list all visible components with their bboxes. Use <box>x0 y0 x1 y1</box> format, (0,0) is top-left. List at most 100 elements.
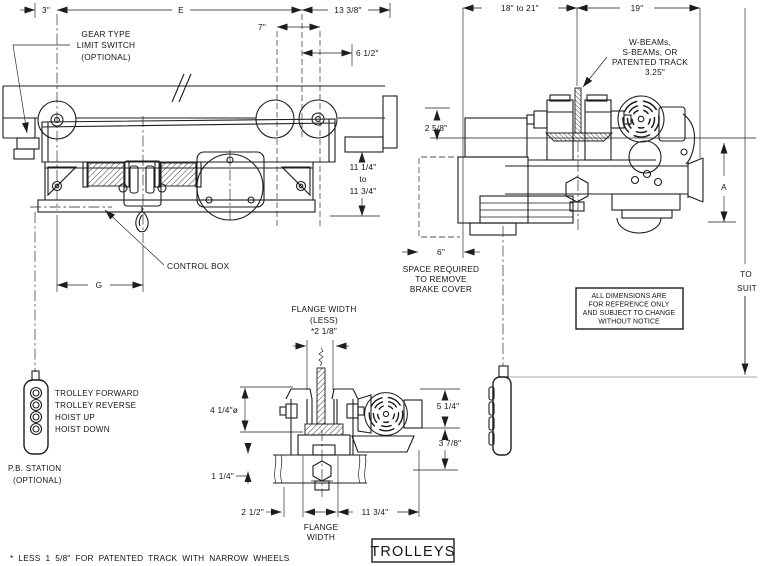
svg-text:2 5/8": 2 5/8" <box>425 123 448 133</box>
svg-text:WITHOUT NOTICE: WITHOUT NOTICE <box>598 319 660 326</box>
svg-text:(OPTIONAL): (OPTIONAL) <box>81 52 131 62</box>
svg-text:11 3/4": 11 3/4" <box>350 186 377 196</box>
hook-housing <box>616 217 662 234</box>
hoist-motor-front <box>351 393 423 453</box>
svg-text:*2 1/8": *2 1/8" <box>311 326 337 336</box>
svg-text:(LESS): (LESS) <box>310 315 338 325</box>
svg-text:TO: TO <box>740 269 752 279</box>
dim-3-7-8: 3 7/8" <box>413 429 462 471</box>
svg-text:CONTROL BOX: CONTROL BOX <box>167 261 230 271</box>
front-view: FLANGE WIDTH (LESS) *2 1/8" <box>210 304 461 542</box>
svg-text:GEAR TYPE: GEAR TYPE <box>81 29 130 39</box>
dim-11-range: 11 1/4" to 11 3/4" <box>330 152 380 217</box>
beam-type-label: W-BEAMs, S-BEAMs, OR PATENTED TRACK 3.25… <box>582 37 688 88</box>
dim-6in: 6" <box>402 247 480 257</box>
pendant-button <box>29 386 43 400</box>
suspension-bolt <box>565 176 589 203</box>
svg-text:1 1/4": 1 1/4" <box>211 471 234 481</box>
dim-label: 13 3/8" <box>334 5 361 15</box>
title-box: TROLLEYS <box>370 538 455 563</box>
svg-text:PATENTED TRACK: PATENTED TRACK <box>612 57 688 67</box>
svg-text:S-BEAMs, OR: S-BEAMs, OR <box>622 47 677 57</box>
dim-7in: 7" <box>258 22 320 32</box>
dim-label: 7" <box>258 22 266 32</box>
beam-break-mark <box>171 73 192 103</box>
svg-text:AND SUBJECT TO CHANGE: AND SUBJECT TO CHANGE <box>583 310 676 317</box>
svg-text:A: A <box>721 182 727 192</box>
brake-cover <box>464 117 528 158</box>
dim-label: 3" <box>42 5 50 15</box>
svg-text:5 1/4": 5 1/4" <box>437 401 460 411</box>
svg-text:to: to <box>359 174 367 184</box>
flange-width-less-label: FLANGE WIDTH (LESS) *2 1/8" <box>291 304 356 390</box>
beam-flange <box>544 132 614 142</box>
pendant-button <box>29 398 43 412</box>
dim-5-1-4: 5 1/4" <box>412 388 460 429</box>
pendant-side-profile <box>488 226 512 456</box>
dim-6-1-2: 6 1/2" <box>302 48 379 58</box>
dim-bottom-row: 2 1/2" 11 3/4" FLANGE WIDTH <box>241 450 420 542</box>
svg-text:ALL DIMENSIONS ARE: ALL DIMENSIONS ARE <box>591 293 666 300</box>
svg-text:18" to 21": 18" to 21" <box>501 3 539 13</box>
dim-label: 2 1/2" <box>241 507 264 517</box>
dim-18-21: 18" to 21" <box>463 3 577 13</box>
dim-3in: 3" <box>20 5 50 15</box>
brake-removal-phantom <box>418 156 463 238</box>
dim-a: A <box>708 143 736 223</box>
wheel-hub <box>304 423 344 436</box>
dim-e: E <box>57 5 302 15</box>
side-view: 3" E 13 3/8" 7" 6 1/2" GEAR TYPE LIMIT S… <box>2 3 398 292</box>
svg-text:LIMIT SWITCH: LIMIT SWITCH <box>77 40 135 50</box>
svg-text:FLANGE WIDTH: FLANGE WIDTH <box>291 304 356 314</box>
to-suit-label: TO SUIT <box>737 269 757 293</box>
svg-text:19": 19" <box>631 3 644 13</box>
svg-text:11 1/4": 11 1/4" <box>350 162 377 172</box>
dim-label: 6 1/2" <box>356 48 379 58</box>
dim-13-3-8: 13 3/8" <box>302 5 390 15</box>
rail-section <box>273 454 367 491</box>
hoist-motor <box>618 96 696 174</box>
leader-line <box>12 44 70 134</box>
svg-text:FOR REFERENCE ONLY: FOR REFERENCE ONLY <box>589 302 670 309</box>
motor-fan-icon <box>618 96 664 142</box>
leader-line <box>582 56 608 88</box>
dim-2-5-8: 2 5/8" <box>425 107 450 140</box>
pendant-button <box>29 422 43 436</box>
end-view: 18" to 21" 19" W-BEAMs, S-BEAMs, OR PATE… <box>402 3 757 456</box>
pendant-station: TROLLEY FORWARD TROLLEY REVERSE HOIST UP… <box>8 212 139 485</box>
dim-label: E <box>178 5 184 15</box>
svg-text:G: G <box>96 280 103 290</box>
pb-station-label: P.B. STATION <box>8 464 61 473</box>
control-box-label: CONTROL BOX <box>104 209 230 271</box>
pendant-buttons <box>29 386 43 436</box>
notes-box: ALL DIMENSIONS ARE FOR REFERENCE ONLY AN… <box>575 287 684 330</box>
svg-text:SUIT: SUIT <box>737 283 757 293</box>
svg-text:W-BEAMs,: W-BEAMs, <box>629 37 671 47</box>
leader-line <box>104 209 165 266</box>
svg-text:4 1/4"ø: 4 1/4"ø <box>210 405 238 415</box>
button-label: TROLLEY REVERSE <box>55 401 136 410</box>
dim-4-1-4: 4 1/4"ø <box>210 386 303 433</box>
dim-label: 11 3/4" <box>362 507 389 517</box>
pb-station-label: (OPTIONAL) <box>13 476 62 485</box>
hoist-drum-spring <box>158 162 198 187</box>
hook-icon <box>135 206 149 233</box>
footnote: * LESS 1 5/8" FOR PATENTED TRACK WITH NA… <box>10 553 290 563</box>
hoist-drum-spring <box>86 162 126 187</box>
drum-end-plate <box>196 151 265 208</box>
gear-limit-switch-label: GEAR TYPE LIMIT SWITCH (OPTIONAL) <box>12 29 135 134</box>
svg-text:3.25": 3.25" <box>645 67 665 77</box>
dim-g: G <box>57 280 143 290</box>
button-label: TROLLEY FORWARD <box>55 389 139 398</box>
trolley-side-plates <box>279 388 365 455</box>
svg-text:6": 6" <box>437 247 445 257</box>
space-required-label: SPACE REQUIRED TO REMOVE BRAKE COVER <box>403 264 479 294</box>
flange-width-label: WIDTH <box>307 532 335 542</box>
svg-text:3 7/8": 3 7/8" <box>439 438 462 448</box>
svg-text:BRAKE COVER: BRAKE COVER <box>410 284 472 294</box>
button-label: HOIST DOWN <box>55 425 110 434</box>
dim-19: 19" <box>577 3 700 13</box>
flange-width-label: FLANGE <box>304 522 339 532</box>
pendant-button <box>29 410 43 424</box>
